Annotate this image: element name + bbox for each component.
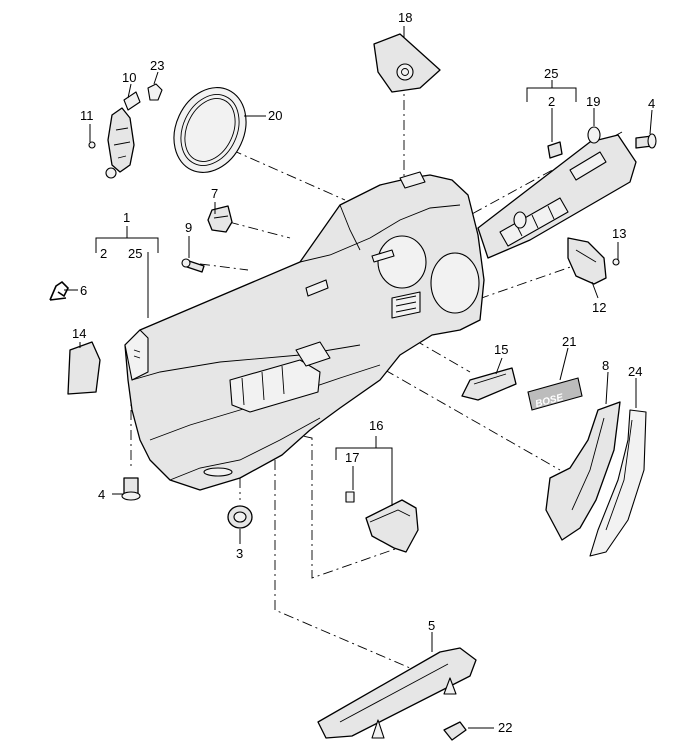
callout-8: 8 [602, 358, 609, 373]
callout-10: 10 [122, 70, 136, 85]
callout-23: 23 [150, 58, 164, 73]
armrest-8 [545, 401, 621, 541]
callout-17: 17 [345, 450, 359, 465]
callout-1-sub-2: 2 [100, 246, 107, 261]
callout-15: 15 [494, 342, 508, 357]
callout-14: 14 [72, 326, 86, 341]
clip-17 [345, 491, 355, 503]
door-trim-panel [124, 171, 485, 491]
callout-2: 2 [548, 94, 555, 109]
spring-clip-6 [49, 280, 69, 301]
callout-3: 3 [236, 546, 243, 561]
callout-18: 18 [398, 10, 412, 25]
callout-4-left: 4 [98, 487, 105, 502]
leader-lines [64, 26, 653, 729]
screw-9 [181, 258, 205, 273]
clip-2 [547, 141, 563, 159]
bolt-4-right [635, 133, 657, 149]
storage-bin-16 [345, 491, 419, 553]
grommet-3 [227, 505, 253, 529]
speaker-cover-12 [567, 237, 607, 285]
lower-trim-strip-5 [317, 647, 477, 739]
callout-9: 9 [185, 220, 192, 235]
screw-13 [612, 258, 620, 266]
callout-1: 1 [123, 210, 130, 225]
button-19 [587, 126, 601, 144]
callout-labels: 18 23 10 11 20 7 9 1 2 25 6 14 4 3 25 2 … [72, 10, 655, 735]
group-brackets [95, 80, 577, 506]
callout-5: 5 [428, 618, 435, 633]
clip-7 [207, 205, 233, 233]
callout-21: 21 [562, 334, 576, 349]
trim-strip-24 [589, 409, 647, 557]
callout-13: 13 [612, 226, 626, 241]
callout-20: 20 [268, 108, 282, 123]
callout-1-sub-25: 25 [128, 246, 142, 261]
callout-19: 19 [586, 94, 600, 109]
bracket-clip-22 [443, 721, 467, 741]
mirror-triangle-cover [373, 33, 441, 93]
door-latch-mechanism [88, 83, 163, 179]
cover-flap-14 [67, 341, 101, 395]
callout-22: 22 [498, 720, 512, 735]
callout-7: 7 [211, 186, 218, 201]
switch-panel-25 [477, 134, 637, 259]
callout-24: 24 [628, 364, 642, 379]
callout-16: 16 [369, 418, 383, 433]
speaker-ring [173, 87, 247, 173]
callout-11: 11 [80, 108, 94, 123]
callout-4-right: 4 [648, 96, 655, 111]
handle-cover-15 [461, 367, 517, 401]
speaker-badge-21: BOSE [527, 377, 583, 411]
bolt-4-left [121, 477, 141, 501]
callout-6: 6 [80, 283, 87, 298]
callout-12: 12 [592, 300, 606, 315]
callout-25: 25 [544, 66, 558, 81]
